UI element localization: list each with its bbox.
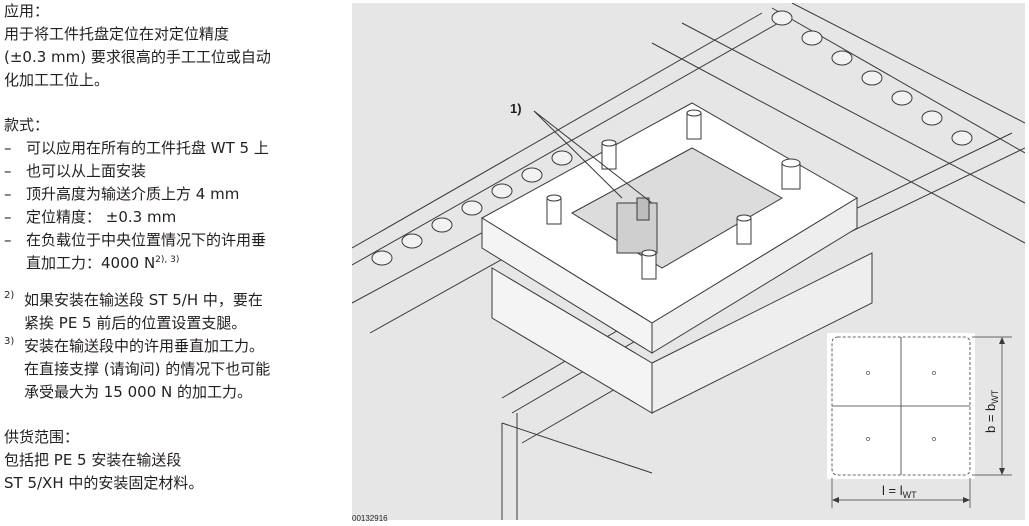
- bullet-item: – 也可以从上面安装: [4, 160, 344, 183]
- application-text-line-3: 化加工工位上。: [4, 71, 110, 89]
- guide-pins: [546, 109, 801, 280]
- bullet-text: 在负载位于中央位置情况下的许用垂 直加工力：4000 N2), 3): [26, 229, 344, 275]
- footnote-line: 安装在输送段中的许用垂直加工力。: [24, 337, 265, 355]
- technical-drawing: 1) l = lWT b = bWT: [352, 3, 1025, 520]
- positioning-unit: [481, 102, 873, 414]
- bullet-dash: –: [4, 185, 12, 203]
- footnote-line: 承受最大为 15 000 N 的加工力。: [24, 383, 253, 401]
- dimension-width-label: b = bWT: [983, 389, 1000, 433]
- style-heading: 款式：: [4, 116, 50, 134]
- footnote-line: 紧挨 PE 5 前后的位置设置支腿。: [24, 314, 247, 332]
- footnote-line: 在直接支撑 (请询问) 的情况下也可能: [24, 360, 271, 378]
- bullet-item: – 定位精度： ±0.3 mm: [4, 206, 344, 229]
- supply-text-line-2: ST 5/XH 中的安装固定材料。: [4, 474, 204, 492]
- supply-heading: 供货范围：: [4, 428, 80, 446]
- supply-text-line-1: 包括把 PE 5 安装在输送段: [4, 451, 182, 469]
- dimension-length-label: l = lWT: [882, 483, 917, 500]
- bullet-item: – 顶升高度为输送介质上方 4 mm: [4, 183, 344, 206]
- bullet-text-line-1: 在负载位于中央位置情况下的许用垂: [26, 231, 267, 249]
- application-text-line-1: 用于将工件托盘定位在对定位精度: [4, 25, 230, 43]
- footnote-line: 如果安装在输送段 ST 5/H 中，要在: [24, 291, 263, 309]
- footnote-2: 2) 如果安装在输送段 ST 5/H 中，要在 紧挨 PE 5 前后的位置设置支…: [4, 289, 344, 335]
- bullet-dash: –: [4, 208, 12, 226]
- application-heading: 应用：: [4, 2, 50, 20]
- footnote-mark: 3): [4, 336, 15, 347]
- application-text-line-2: (±0.3 mm) 要求很高的手工工位或自动: [4, 48, 271, 66]
- bullet-dash: –: [4, 162, 12, 180]
- callout-1: [533, 110, 653, 204]
- bullet-text: 顶升高度为输送介质上方 4 mm: [26, 185, 240, 203]
- footprint-diagram: [827, 333, 1012, 508]
- bullet-item: – 可以应用在所有的工件托盘 WT 5 上: [4, 137, 344, 160]
- bullet-text-line-2: 直加工力：4000 N: [26, 254, 156, 272]
- bullet-item: – 在负载位于中央位置情况下的许用垂 直加工力：4000 N2), 3): [4, 229, 344, 275]
- description-column: 应用： 用于将工件托盘定位在对定位精度 (±0.3 mm) 要求很高的手工工位或…: [4, 0, 344, 526]
- bullet-text: 也可以从上面安装: [26, 162, 147, 180]
- footnote-3: 3) 安装在输送段中的许用垂直加工力。 在直接支撑 (请询问) 的情况下也可能 …: [4, 335, 344, 404]
- conveyor-rollers: [371, 10, 973, 266]
- bullet-dash: –: [4, 139, 12, 157]
- footnote-ref: 2), 3): [155, 255, 180, 265]
- bullet-text: 定位精度： ±0.3 mm: [26, 208, 177, 226]
- figure-code: 00132916: [352, 514, 388, 523]
- footnote-mark: 2): [4, 290, 15, 301]
- bullet-text: 可以应用在所有的工件托盘 WT 5 上: [26, 139, 269, 157]
- drawing-canvas: 1) l = lWT b = bWT: [352, 3, 1025, 520]
- bullet-dash: –: [4, 231, 12, 249]
- callout-label: 1): [510, 101, 522, 116]
